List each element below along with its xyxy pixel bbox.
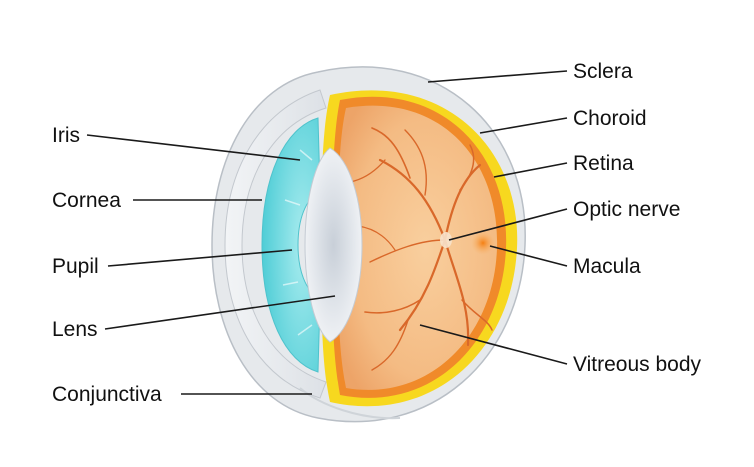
leader-choroid (479, 117, 568, 134)
leader-macula (489, 245, 568, 267)
optic-disc (440, 232, 452, 248)
leader-lines (86, 70, 568, 395)
leader-sclera (427, 70, 568, 83)
labels: Iris Cornea Pupil Lens Conjunctiva Scler… (52, 60, 702, 406)
label-conjunctiva: Conjunctiva (52, 383, 162, 406)
macula-spot (471, 231, 495, 255)
label-sclera: Sclera (573, 60, 633, 83)
label-retina: Retina (573, 152, 634, 175)
lens-shape (304, 147, 363, 343)
label-choroid: Choroid (573, 107, 647, 130)
label-cornea: Cornea (52, 189, 121, 212)
leader-vitreous-body (419, 324, 568, 365)
cornea-shape (224, 89, 327, 399)
retinal-vessels (349, 127, 493, 371)
leader-retina (493, 162, 568, 178)
label-iris: Iris (52, 124, 80, 147)
leader-optic-nerve (448, 208, 568, 241)
vitreous-body (338, 105, 498, 390)
leader-lens (104, 295, 336, 330)
leader-iris (86, 134, 301, 161)
iris-shape (261, 117, 321, 373)
label-optic-nerve: Optic nerve (573, 198, 680, 221)
label-lens: Lens (52, 318, 98, 341)
label-macula: Macula (573, 255, 641, 278)
leader-pupil (107, 249, 293, 267)
label-vitreous-body: Vitreous body (573, 353, 702, 376)
label-pupil: Pupil (52, 255, 99, 278)
